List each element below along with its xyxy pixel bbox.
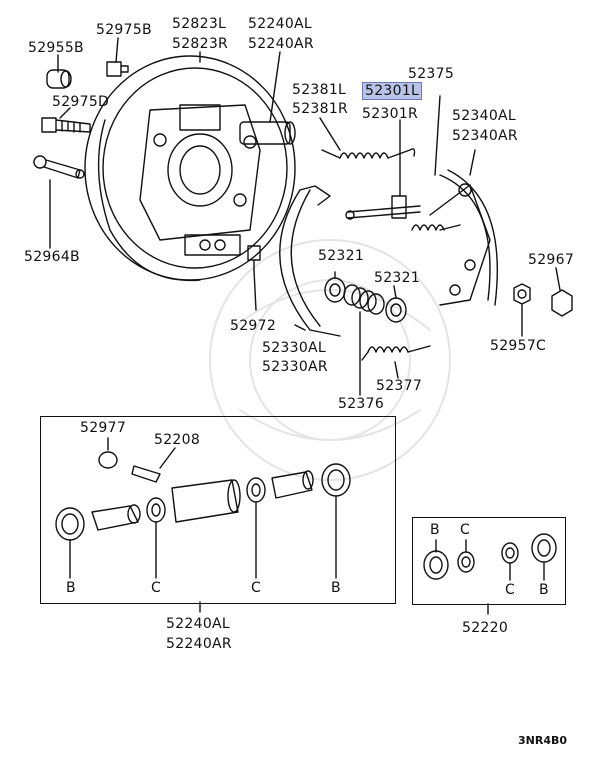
label-52321-left: 52321	[318, 248, 365, 264]
retainer-52972	[247, 245, 261, 271]
right-shoe-52340	[411, 169, 498, 306]
label-52240ar-bottom: 52240AR	[166, 636, 232, 652]
label-52208: 52208	[154, 432, 201, 448]
callout-c-left: C	[151, 580, 162, 596]
label-52340ar: 52340AR	[452, 128, 518, 144]
label-52321-right: 52321	[374, 270, 421, 286]
label-52340al: 52340AL	[452, 108, 517, 124]
label-52330al: 52330AL	[262, 340, 327, 356]
label-52957c: 52957C	[490, 338, 547, 354]
nut-52957c	[513, 283, 531, 305]
adjuster-52301	[345, 119, 421, 220]
label-52376: 52376	[338, 396, 385, 412]
bolt-52964b	[33, 155, 85, 179]
kit-callout-b-right: B	[539, 582, 549, 598]
label-52972: 52972	[230, 318, 277, 334]
cup-52321-right	[385, 297, 407, 323]
bolt-52975d	[41, 117, 91, 133]
piston-left	[91, 504, 141, 531]
label-52975b: 52975B	[96, 22, 152, 38]
wheel-cylinder-kit-frame	[40, 416, 396, 604]
label-52240al-top: 52240AL	[248, 16, 313, 32]
piston-right	[271, 470, 314, 499]
label-52381l: 52381L	[292, 82, 347, 98]
label-52301r: 52301R	[362, 106, 419, 122]
label-52330ar: 52330AR	[262, 359, 328, 375]
plug-52955b	[46, 69, 72, 89]
label-52955b: 52955B	[28, 40, 84, 56]
repair-kit-frame	[412, 517, 566, 605]
label-52823r: 52823R	[172, 36, 229, 52]
wheel-cylinder-on-plate	[239, 121, 296, 149]
label-52977: 52977	[80, 420, 127, 436]
spring-52377	[361, 345, 431, 361]
bleeder-52975b	[106, 61, 129, 77]
callout-b-right: B	[331, 580, 341, 596]
bleeder-cap-52977	[98, 451, 118, 469]
spring-52376	[343, 284, 385, 315]
label-52381r: 52381R	[292, 101, 349, 117]
label-52220: 52220	[462, 620, 509, 636]
kit-callout-c-left: C	[460, 522, 471, 538]
label-52975d: 52975D	[52, 94, 110, 110]
label-52240al-bottom: 52240AL	[166, 616, 231, 632]
reference-code: 3NR4B0	[518, 734, 568, 747]
label-52823l: 52823L	[172, 16, 227, 32]
label-52375: 52375	[408, 66, 455, 82]
label-52377: 52377	[376, 378, 423, 394]
label-52301l-highlighted: 52301L	[362, 82, 423, 100]
callout-c-right: C	[251, 580, 262, 596]
spring-52381	[321, 148, 416, 159]
cap-52967	[551, 289, 573, 317]
callout-b-left: B	[66, 580, 76, 596]
kit-callout-b-left: B	[430, 522, 440, 538]
backing-plate	[84, 55, 296, 282]
label-52964b: 52964B	[24, 249, 80, 265]
label-52240ar-top: 52240AR	[248, 36, 314, 52]
cylinder-body	[171, 479, 241, 523]
kit-callout-c-right: C	[505, 582, 516, 598]
left-shoe-52330	[279, 185, 341, 337]
label-52967: 52967	[528, 252, 575, 268]
bleeder-screw-52208	[131, 465, 161, 483]
